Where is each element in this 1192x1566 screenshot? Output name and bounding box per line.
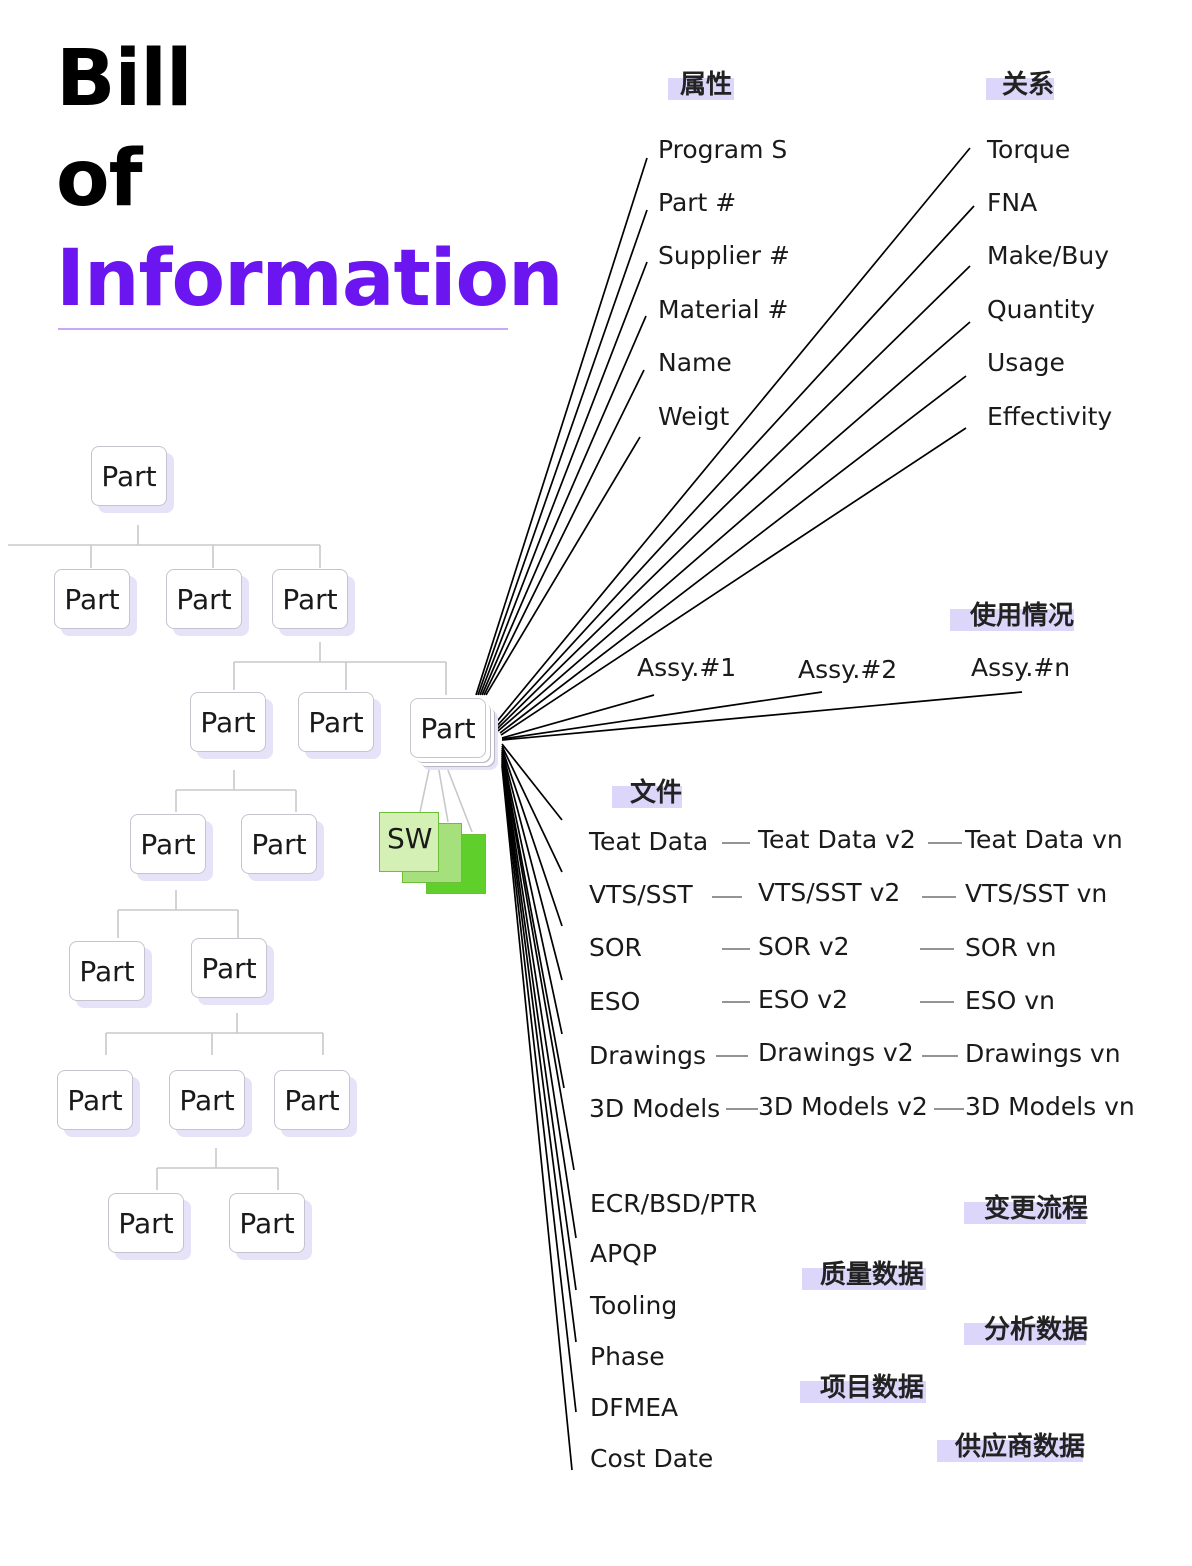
- title-line-of: of: [56, 134, 143, 224]
- file-version-v2: ESO v2: [758, 985, 848, 1014]
- part-node[interactable]: Part: [57, 1070, 133, 1130]
- attribute-item: Program S: [658, 135, 788, 164]
- version-connectors: [712, 842, 964, 1110]
- relation-item: Quantity: [987, 295, 1096, 324]
- part-node-focus[interactable]: Part: [410, 698, 486, 758]
- attribute-item: Name: [658, 348, 732, 377]
- file-version-v2: Drawings v2: [758, 1038, 914, 1067]
- file-version-vn: ESO vn: [965, 986, 1055, 1015]
- file-version-vn: VTS/SST vn: [965, 879, 1108, 908]
- data-item: DFMEA: [590, 1393, 679, 1422]
- sw-label: SW: [387, 822, 433, 855]
- file-item: Teat Data: [589, 827, 709, 856]
- file-version-vn: SOR vn: [965, 933, 1057, 962]
- attribute-item: Supplier #: [658, 241, 790, 270]
- heading-project-data: 项目数据: [800, 1367, 926, 1404]
- part-node[interactable]: Part: [272, 569, 348, 629]
- data-item: Cost Date: [590, 1444, 714, 1473]
- part-node[interactable]: Part: [190, 692, 266, 752]
- part-node[interactable]: Part: [241, 814, 317, 874]
- part-node[interactable]: Part: [191, 938, 267, 998]
- heading-files: 文件: [612, 772, 682, 809]
- heading-relations: 关系: [986, 64, 1054, 101]
- file-version-v2: Teat Data v2: [758, 825, 916, 854]
- sw-doc-front[interactable]: [379, 812, 439, 872]
- data-item: Tooling: [590, 1291, 678, 1320]
- file-version-vn: Teat Data vn: [965, 825, 1123, 854]
- part-node[interactable]: Part: [229, 1193, 305, 1253]
- file-item: SOR: [589, 933, 642, 962]
- relation-item: Torque: [987, 135, 1071, 164]
- data-item: Phase: [590, 1342, 665, 1371]
- relation-item: FNA: [987, 188, 1038, 217]
- data-item: APQP: [590, 1239, 657, 1268]
- part-node[interactable]: Part: [54, 569, 130, 629]
- file-item: ESO: [589, 987, 641, 1016]
- fan-lines: [475, 147, 1023, 1471]
- attribute-item: Material #: [658, 295, 789, 324]
- title-line-information: Information: [56, 234, 564, 324]
- heading-supplier-data: 供应商数据: [937, 1426, 1085, 1463]
- part-node[interactable]: Part: [169, 1070, 245, 1130]
- assembly-item: Assy.#2: [798, 655, 898, 684]
- part-node-root[interactable]: Part: [91, 446, 167, 506]
- heading-usage: 使用情况: [950, 595, 1074, 632]
- file-item: Drawings: [589, 1041, 706, 1070]
- tree-connectors: [8, 525, 473, 1190]
- heading-quality-data: 质量数据: [802, 1254, 926, 1291]
- assembly-item: Assy.#1: [637, 653, 737, 682]
- part-node[interactable]: Part: [166, 569, 242, 629]
- data-item: ECR/BSD/PTR: [590, 1189, 758, 1218]
- heading-attributes: 属性: [668, 64, 734, 101]
- file-version-v2: VTS/SST v2: [758, 878, 901, 907]
- relation-item: Effectivity: [987, 402, 1113, 431]
- part-node[interactable]: Part: [69, 941, 145, 1001]
- heading-change-process: 变更流程: [964, 1188, 1088, 1225]
- title-line-bill: Bill: [56, 34, 193, 124]
- part-node[interactable]: Part: [298, 692, 374, 752]
- attribute-item: Part #: [658, 188, 737, 217]
- part-node[interactable]: Part: [108, 1193, 184, 1253]
- title-underline: [58, 328, 508, 330]
- file-version-v2: 3D Models v2: [758, 1092, 928, 1121]
- relation-item: Usage: [987, 348, 1065, 377]
- part-node[interactable]: Part: [130, 814, 206, 874]
- file-item: 3D Models: [589, 1094, 721, 1123]
- attribute-item: Weigt: [658, 402, 730, 431]
- part-node[interactable]: Part: [274, 1070, 350, 1130]
- file-version-v2: SOR v2: [758, 932, 850, 961]
- file-item: VTS/SST: [589, 880, 693, 909]
- relation-item: Make/Buy: [987, 241, 1110, 270]
- file-version-vn: 3D Models vn: [965, 1092, 1135, 1121]
- file-version-vn: Drawings vn: [965, 1039, 1121, 1068]
- assembly-item: Assy.#n: [971, 653, 1071, 682]
- heading-analysis-data: 分析数据: [964, 1309, 1088, 1346]
